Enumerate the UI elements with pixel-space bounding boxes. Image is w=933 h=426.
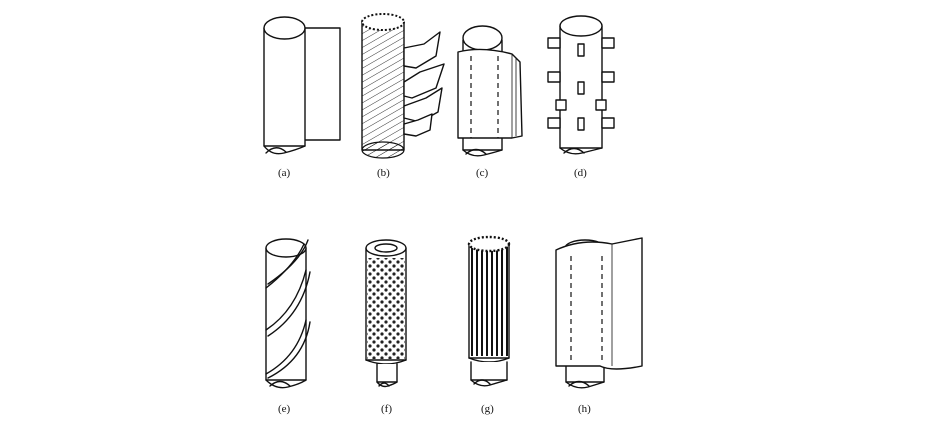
panel-a-caption: (a) xyxy=(278,167,291,179)
panel-f-caption: (f) xyxy=(381,403,392,415)
panel-c-caption: (c) xyxy=(476,167,489,179)
panel-b-caption: (b) xyxy=(377,167,390,179)
panel-a-tube-straight-fin: (a) xyxy=(263,16,341,179)
panel-c-sleeved-tube: (c) xyxy=(457,25,523,179)
panel-d-caption: (d) xyxy=(574,167,587,179)
panel-d-tab-fin-tube: (d) xyxy=(547,15,615,179)
panel-g-longitudinal-fin-tube: (g) xyxy=(467,235,511,415)
panel-e-caption: (e) xyxy=(278,403,291,415)
panel-b-wire-wrapped-tube: (b) xyxy=(361,13,445,179)
panel-f-perforated-tube: (f) xyxy=(365,239,407,415)
panel-g-caption: (g) xyxy=(481,403,494,415)
panel-h-sheet-wrapped-tube: (h) xyxy=(555,237,643,415)
panel-e-helical-rib-tube: (e) xyxy=(265,238,311,415)
panel-h-caption: (h) xyxy=(578,403,591,415)
